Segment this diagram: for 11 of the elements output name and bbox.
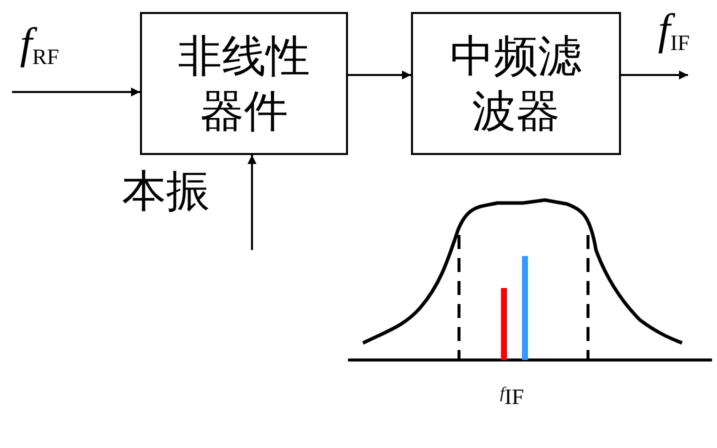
process-box [140, 12, 348, 155]
process-box [411, 12, 621, 155]
arrow [348, 70, 411, 80]
arrow [621, 70, 688, 80]
arrow [248, 155, 256, 250]
box-label: 非线性器件 [177, 30, 311, 138]
edge-label: f$_{RF}$ [20, 22, 60, 66]
box-label: 中频滤波器 [449, 30, 583, 138]
edge-label: 本振 [122, 170, 210, 214]
arrow [12, 88, 140, 96]
edge-label: f$_{IF}$ [658, 8, 690, 52]
